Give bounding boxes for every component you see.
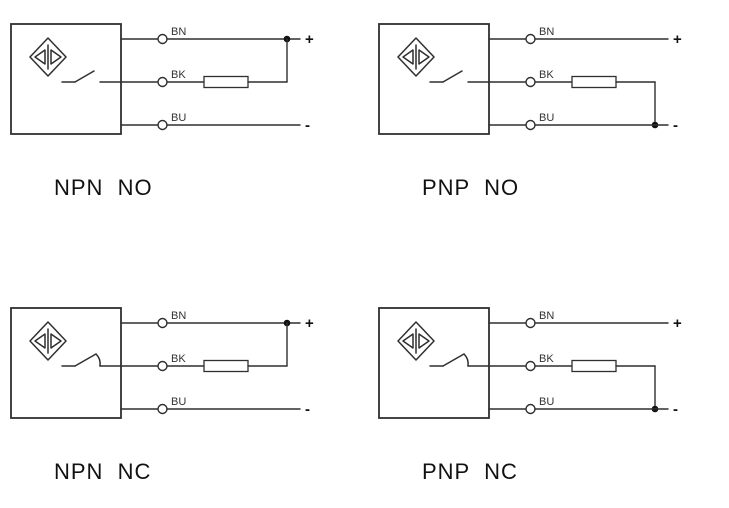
wire-bk: BK — [488, 69, 659, 129]
minus-label: - — [305, 401, 310, 418]
terminal-bn — [525, 317, 536, 329]
wire-label-bk: BK — [171, 69, 186, 81]
diagram-npn-no: BN + BK BU - — [10, 23, 314, 135]
sensor-box — [10, 23, 122, 135]
sensor-symbol-icon — [29, 37, 67, 77]
diagram-cell-npn-no: BN + BK BU - NPN NO — [8, 12, 353, 201]
diagram-pnp-nc: BN + BK BU - — [378, 307, 682, 419]
wire-label-bu: BU — [171, 396, 186, 408]
sensor-symbol-icon — [29, 321, 67, 361]
switch-no-icon — [429, 70, 490, 83]
minus-label: - — [673, 117, 678, 134]
plus-label: + — [673, 315, 682, 332]
wire-bn: BN + — [120, 26, 314, 48]
load-resistor — [203, 75, 249, 89]
switch-nc-icon — [429, 353, 490, 367]
wire-label-bk: BK — [171, 353, 186, 365]
wire-bn: BN + — [488, 310, 682, 332]
terminal-bu — [525, 119, 536, 131]
plus-label: + — [673, 31, 682, 48]
terminal-bu — [157, 119, 168, 131]
sensor-symbol-icon — [397, 321, 435, 361]
switch-no-icon — [61, 70, 122, 83]
diagram-npn-nc: BN + BK BU - — [10, 307, 314, 419]
wire-bu: BU - — [120, 112, 310, 134]
diagram-title: PNP NO — [422, 175, 520, 200]
wire-label-bn: BN — [171, 310, 186, 322]
wire-label-bu: BU — [539, 396, 554, 408]
wire-bn: BN + — [120, 310, 314, 332]
wire-label-bk: BK — [539, 69, 554, 81]
sensor-box — [378, 23, 490, 135]
diagram-cell-npn-nc: BN + BK BU - NPN NC — [8, 296, 353, 485]
wire-label-bn: BN — [171, 26, 186, 38]
diagram-cell-pnp-nc: BN + BK BU - PNP NC — [376, 296, 721, 485]
terminal-bk — [525, 360, 536, 372]
terminal-bu — [525, 403, 536, 415]
diagram-title: NPN NC — [54, 459, 152, 484]
wire-label-bn: BN — [539, 310, 554, 322]
terminal-bk — [157, 360, 168, 372]
terminal-bn — [525, 33, 536, 45]
wire-label-bn: BN — [539, 26, 554, 38]
sensor-box — [378, 307, 490, 419]
terminal-bk — [525, 76, 536, 88]
terminal-bn — [157, 317, 168, 329]
wire-label-bu: BU — [171, 112, 186, 124]
load-resistor — [571, 75, 617, 89]
wire-bk: BK — [120, 322, 288, 373]
terminal-bk — [157, 76, 168, 88]
plus-label: + — [305, 31, 314, 48]
wire-bu: BU - — [120, 396, 310, 418]
minus-label: - — [305, 117, 310, 134]
load-resistor — [203, 359, 249, 373]
load-resistor — [571, 359, 617, 373]
wire-label-bk: BK — [539, 353, 554, 365]
wire-bk: BK — [120, 38, 288, 89]
wire-bu: BU - — [488, 396, 678, 418]
terminal-bu — [157, 403, 168, 415]
plus-label: + — [305, 315, 314, 332]
diagram-pnp-no: BN + BK BU - — [378, 23, 682, 135]
wire-bk: BK — [488, 353, 659, 413]
wire-bu: BU - — [488, 112, 678, 134]
switch-nc-icon — [61, 353, 122, 367]
wire-bn: BN + — [488, 26, 682, 48]
wire-label-bu: BU — [539, 112, 554, 124]
sensor-symbol-icon — [397, 37, 435, 77]
terminal-bn — [157, 33, 168, 45]
diagram-title: PNP NC — [422, 459, 518, 484]
diagram-title: NPN NO — [54, 175, 153, 200]
minus-label: - — [673, 401, 678, 418]
sensor-box — [10, 307, 122, 419]
diagram-cell-pnp-no: BN + BK BU - PNP NO — [376, 12, 721, 201]
